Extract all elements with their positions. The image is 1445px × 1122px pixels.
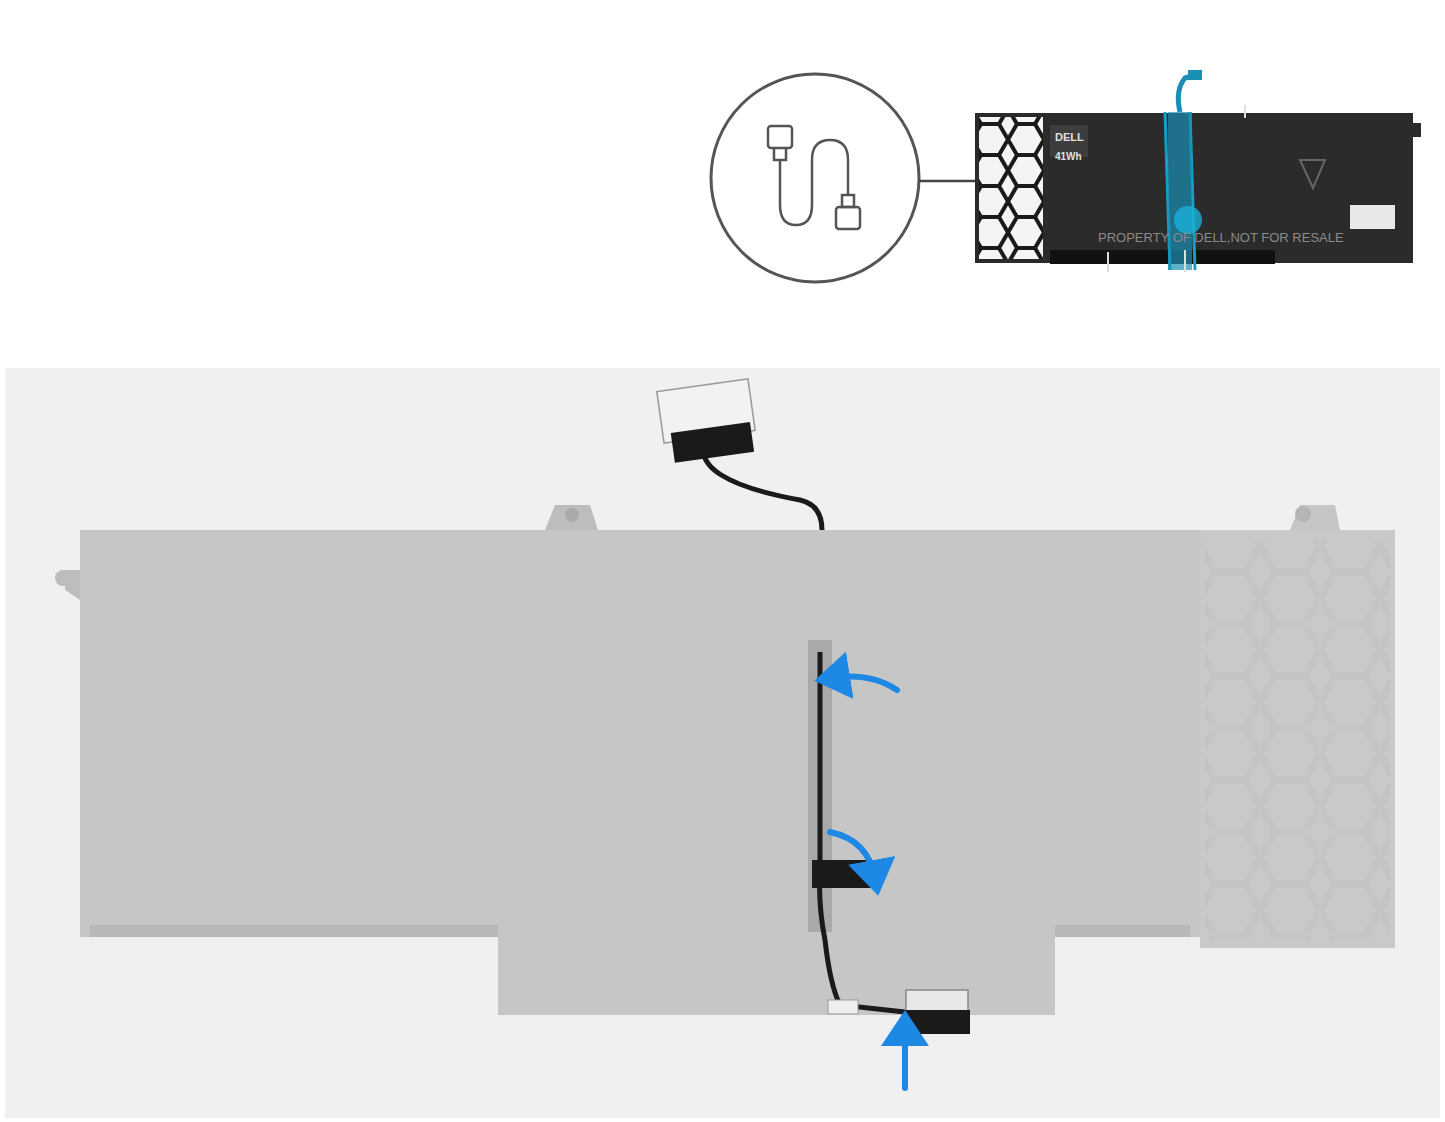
- watermark-text: PROPERTY OF DELL,NOT FOR RESALE: [1098, 231, 1344, 244]
- cable-icon-circle: [711, 74, 919, 282]
- removal-arrows: [830, 677, 905, 1089]
- capacity-label: 41Wh: [1055, 152, 1082, 162]
- battery-photo: [975, 70, 1421, 272]
- brand-label: DELL: [1055, 132, 1084, 143]
- illustration-panel: [5, 368, 1440, 1118]
- battery-cable: [657, 379, 970, 1034]
- battery-outline: [55, 505, 1395, 1015]
- cable-symbol: [768, 126, 860, 229]
